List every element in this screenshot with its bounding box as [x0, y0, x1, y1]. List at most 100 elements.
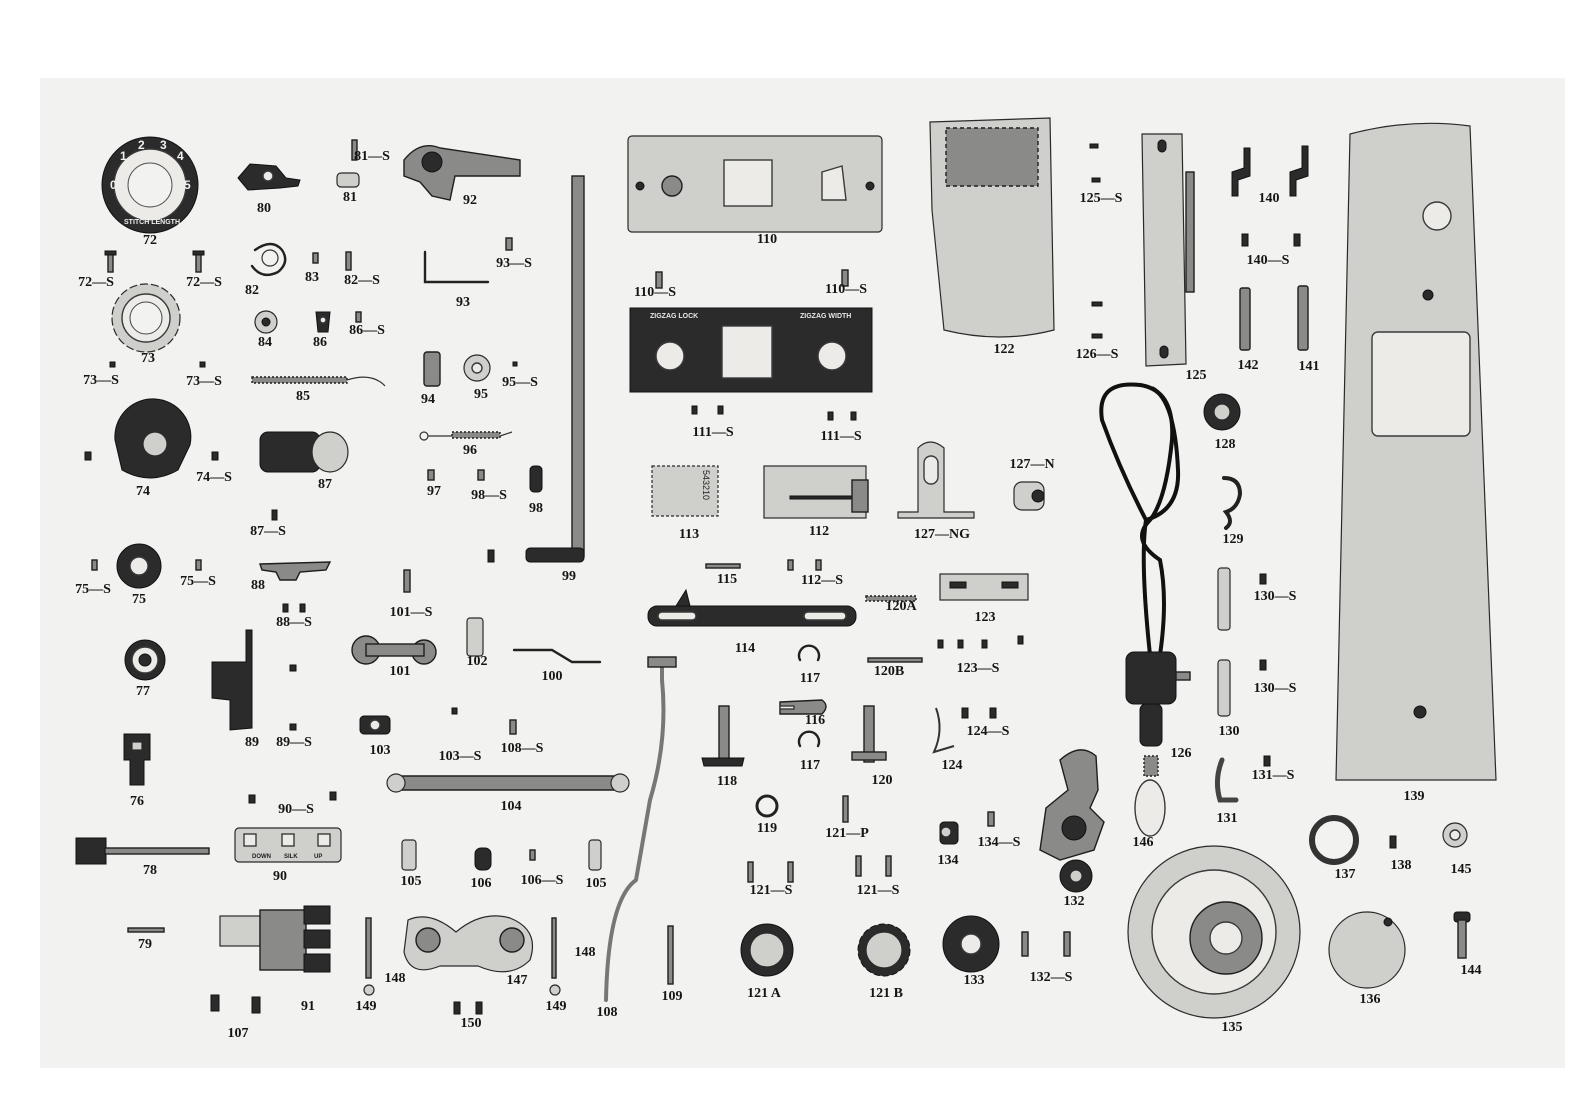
part-label: 100: [541, 669, 563, 684]
part-label: 121—S: [856, 883, 900, 898]
part-141-bolt: [1297, 285, 1309, 351]
part-128-cap: [1203, 393, 1241, 431]
part-92-lever: [403, 145, 521, 201]
part-105-stud: [401, 839, 417, 871]
part-label: 121—P: [825, 826, 869, 841]
part-88-plate: [259, 561, 332, 613]
part-109-pin: [667, 925, 674, 985]
part-102-stud: [466, 617, 484, 657]
part-label: 123: [974, 610, 996, 625]
part-105-stud-2: [588, 839, 602, 871]
part-label: 138: [1390, 858, 1412, 873]
part-134-clip: [939, 821, 959, 845]
part-label: 107: [227, 1026, 249, 1041]
part-129-clip: [1222, 476, 1243, 530]
part-106-link: [474, 847, 492, 871]
part-label: 101—S: [389, 605, 433, 620]
part-117-clip-2: [797, 730, 821, 748]
part-112-s-screw: [787, 559, 794, 571]
part-label: 81: [343, 190, 357, 205]
part-label: 108—S: [500, 741, 544, 756]
part-150-screw: [453, 1001, 461, 1015]
part-label: 133: [963, 973, 985, 988]
part-89-bracket: [211, 629, 297, 731]
part-label: 148: [384, 971, 406, 986]
part-127-ng-bracket: [897, 441, 975, 519]
part-148-pin-2: [551, 917, 557, 979]
part-130-clamp-2: [1217, 659, 1231, 717]
dial-caption: STITCH LENGTH: [124, 219, 180, 226]
part-label: 131—S: [1251, 768, 1295, 783]
part-82-s-screw: [345, 251, 352, 271]
dial-number: 3: [160, 138, 167, 152]
scale-digits: 543210: [701, 470, 711, 500]
part-label: 125: [1185, 368, 1207, 383]
part-108-s-screw: [509, 719, 517, 735]
part-86-link: [315, 311, 362, 333]
silk-label: DOWN: [252, 854, 271, 860]
part-87-bobbin-winder: [259, 431, 349, 521]
part-label: 129: [1222, 532, 1244, 547]
part-label: 72—S: [78, 275, 114, 290]
part-79-pin: [127, 927, 165, 933]
part-112-slide-plate: [763, 465, 869, 519]
part-label: 120: [871, 773, 893, 788]
part-130-s-screw: [1259, 573, 1267, 585]
part-label: 111—S: [692, 425, 734, 440]
part-label: 140—S: [1246, 253, 1290, 268]
part-135-pulley: [1127, 845, 1301, 1019]
part-label: 135: [1221, 1020, 1243, 1035]
part-111-s-screw: [691, 405, 698, 415]
part-77-ring: [124, 639, 166, 681]
part-114-feed-bar: [647, 588, 857, 627]
part-label: 110—S: [633, 285, 677, 300]
part-124-s-screw-2: [989, 707, 997, 719]
part-101-crank: [351, 635, 437, 665]
part-label: 75: [132, 592, 146, 607]
part-label: 110: [756, 232, 778, 247]
part-147-bracket: [403, 915, 534, 973]
part-117-clip: [797, 644, 821, 662]
part-83-screw: [312, 252, 319, 264]
part-label: 118: [716, 774, 738, 789]
part-119-ring: [755, 794, 779, 818]
part-110-s-screw: [655, 271, 663, 289]
part-label: 127—NG: [914, 527, 970, 542]
part-label: 108: [596, 1005, 618, 1020]
part-label: 83: [305, 270, 319, 285]
part-111-s-screw-3: [827, 411, 834, 421]
part-label: 150: [460, 1016, 482, 1031]
part-label: 116: [804, 713, 826, 728]
part-label: 126—S: [1075, 347, 1119, 362]
part-121-s-screw-3: [855, 855, 862, 877]
part-131-clip: [1214, 757, 1239, 803]
part-label: 74—S: [196, 470, 232, 485]
part-125-s-screw-2: [1091, 177, 1101, 183]
part-145-washer: [1442, 822, 1468, 848]
part-130-s-screw-2: [1259, 659, 1267, 671]
part-85-spring: [251, 376, 386, 387]
part-label: 149: [545, 999, 567, 1014]
part-84-nut: [254, 310, 278, 334]
part-label: 132—S: [1029, 970, 1073, 985]
part-110-s-screw-2: [841, 269, 849, 287]
part-110-face-plate: [627, 135, 883, 233]
part-label: 128: [1214, 437, 1236, 452]
part-label: 122: [993, 342, 1015, 357]
part-label: 130—S: [1253, 681, 1297, 696]
part-115-pin: [705, 563, 741, 569]
part-121a-knob: [740, 923, 794, 977]
part-label: 130: [1218, 724, 1240, 739]
part-131-s-screw: [1263, 755, 1271, 767]
part-label: 86—S: [349, 323, 385, 338]
part-78-shaft: [75, 837, 210, 865]
part-label: 109: [661, 989, 683, 1004]
part-label: 88—S: [276, 615, 312, 630]
part-label: 85: [296, 389, 310, 404]
part-label: 81—S: [354, 149, 390, 164]
part-label: 130—S: [1253, 589, 1297, 604]
part-label: 113: [678, 527, 700, 542]
part-label: 149: [355, 999, 377, 1014]
part-label: 77: [136, 684, 150, 699]
part-95-washer: [463, 354, 491, 382]
